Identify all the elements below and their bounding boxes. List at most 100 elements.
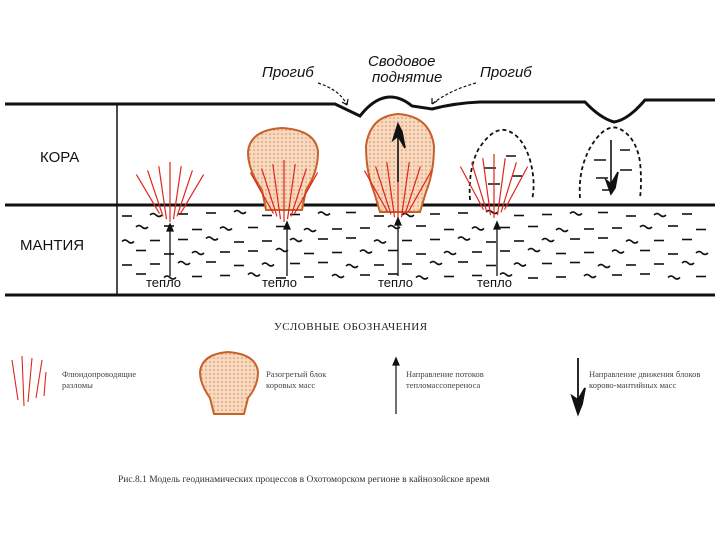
mantle-dash: [233, 209, 247, 215]
mantle-dash-pattern: [121, 209, 709, 280]
mantle-dash: [667, 275, 681, 280]
legend-title: УСЛОВНЫЕ ОБОЗНАЧЕНИЯ: [274, 321, 428, 333]
label-arch-uplift-2: поднятие: [372, 69, 442, 86]
fault-line: [400, 162, 410, 218]
fault-line: [363, 170, 389, 212]
dashed-block-2: [578, 126, 642, 199]
fault-line: [158, 166, 168, 220]
mantle-dash: [303, 227, 317, 233]
mantle-dash: [555, 227, 569, 233]
fault-line: [496, 158, 506, 216]
mantle-dash: [289, 237, 303, 243]
mantle-dash: [359, 249, 373, 254]
label-crust: КОРА: [40, 149, 79, 166]
mantle-dash: [625, 239, 639, 244]
mantle-dash: [415, 275, 429, 280]
block-internal-dashes: [484, 149, 632, 191]
legend-movement-text-2: корово-мантийных масс: [589, 380, 676, 390]
legend-flow-symbol: [392, 356, 400, 414]
mantle-dash: [401, 212, 415, 218]
mantle-dash: [429, 260, 443, 266]
heat-flow-arrows: [166, 216, 501, 276]
heat-label-4: тепло: [477, 275, 512, 290]
fault-lines: [135, 154, 529, 222]
mantle-dash: [653, 212, 667, 218]
mantle-dash: [527, 247, 541, 253]
mantle-dash: [485, 209, 499, 215]
fault-line: [249, 172, 275, 214]
label-trough-right: Прогиб: [480, 64, 532, 81]
mantle-dash: [205, 236, 219, 241]
legend-movement-text-1: Направление движения блоков: [589, 369, 700, 379]
heat-label-2: тепло: [262, 275, 297, 290]
mantle-dash: [569, 211, 583, 216]
fault-line: [176, 170, 193, 217]
fault-line: [261, 168, 278, 217]
mantle-dash: [499, 272, 513, 277]
legend-flow-text-1: Направление потоков: [406, 369, 484, 379]
legend-movement-symbol: [570, 358, 586, 417]
mantle-dash: [163, 275, 177, 280]
mantle-dash: [345, 263, 359, 269]
mantle-dash: [597, 263, 611, 269]
mantle-dash: [121, 239, 135, 244]
mantle-dash: [443, 250, 457, 256]
fault-line: [482, 158, 492, 216]
legend-flow-text-2: тепломассопереноса: [406, 380, 480, 390]
heated-block-2: [364, 112, 436, 213]
legend-block-text-1: Разогретый блок: [266, 369, 327, 379]
legend-faults-symbol: [11, 355, 47, 407]
fault-line: [272, 164, 282, 220]
mantle-dash: [695, 250, 709, 256]
mantle-dash: [261, 262, 275, 267]
heat-label-1: тепло: [146, 275, 181, 290]
crust-surface: [5, 95, 715, 124]
legend-block-text-2: коровых масс: [266, 380, 315, 390]
fault-line: [286, 164, 296, 220]
label-arch-uplift-1: Сводовое: [368, 53, 436, 70]
annotation-pointers: [317, 82, 477, 106]
mantle-dash: [149, 212, 163, 218]
fault-line: [407, 170, 433, 212]
mantle-dash: [611, 249, 625, 254]
fault-line: [147, 170, 164, 217]
mantle-dash: [373, 239, 387, 244]
fault-line: [386, 162, 396, 218]
mantle-dash: [331, 273, 345, 279]
fault-line: [293, 172, 319, 214]
movement-arrow-up: [391, 121, 406, 182]
fault-line: [471, 162, 488, 213]
mantle-dash: [639, 224, 653, 230]
fault-line: [290, 168, 307, 217]
mantle-dash: [219, 226, 233, 231]
label-mantle: МАНТИЯ: [20, 237, 84, 254]
fault-line: [135, 174, 161, 214]
mantle-dash: [583, 273, 597, 279]
mantle-dash: [247, 272, 261, 277]
fault-line: [459, 166, 485, 210]
mantle-dash: [471, 226, 485, 231]
fault-line: [404, 166, 421, 215]
fault-line: [375, 166, 392, 215]
heated-block-1: [246, 126, 320, 211]
mantle-dash: [681, 260, 695, 266]
dashed-block-1: [468, 128, 535, 201]
mantle-dash: [191, 250, 205, 256]
legend-block-symbol: [198, 350, 260, 415]
mantle-dash: [457, 236, 471, 241]
fault-line: [172, 166, 182, 220]
mantle-dash: [513, 262, 527, 267]
figure-caption: Рис.8.1 Модель геодинамических процессов…: [118, 474, 490, 485]
heat-label-3: тепло: [378, 275, 413, 290]
movement-arrow-down: [604, 140, 619, 196]
fault-line: [503, 166, 529, 210]
mantle-dash: [275, 247, 289, 253]
mantle-dash: [135, 224, 149, 230]
legend-faults-text-1: Флюидопроводящие: [62, 369, 136, 379]
mantle-dash: [541, 237, 555, 243]
fault-line: [500, 162, 517, 213]
mantle-dash: [317, 211, 331, 216]
label-trough-left: Прогиб: [262, 64, 314, 81]
legend-faults-text-2: разломы: [62, 380, 93, 390]
